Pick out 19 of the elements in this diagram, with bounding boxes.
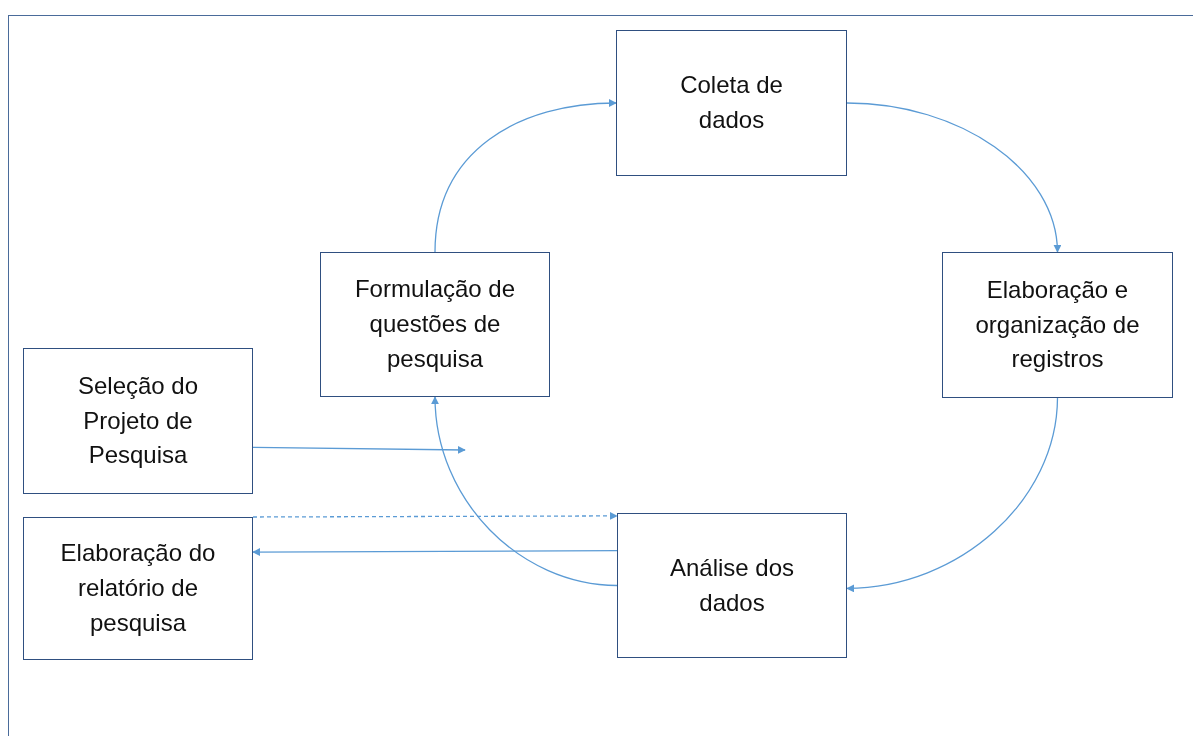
arrow xyxy=(252,548,618,556)
arrow xyxy=(252,445,466,454)
arrow xyxy=(434,99,617,253)
arrow xyxy=(431,396,618,587)
box-label: Elaboração do relatório de pesquisa xyxy=(59,538,217,638)
process-box xyxy=(616,30,847,176)
box-label: Seleção do Projeto de Pesquisa xyxy=(76,370,200,471)
box-label: Elaboração e organização de registros xyxy=(974,274,1141,375)
box-label: Formulação de questões de pesquisa xyxy=(353,274,517,374)
process-box xyxy=(320,252,550,397)
arrow xyxy=(846,102,1061,253)
box-label: Coleta de dados xyxy=(679,70,784,135)
process-box xyxy=(617,513,847,658)
process-box xyxy=(942,252,1173,398)
arrow xyxy=(252,511,618,520)
process-box xyxy=(23,517,253,660)
process-box xyxy=(23,348,253,494)
arrow xyxy=(846,397,1059,592)
box-label: Análise dos dados xyxy=(668,552,796,618)
